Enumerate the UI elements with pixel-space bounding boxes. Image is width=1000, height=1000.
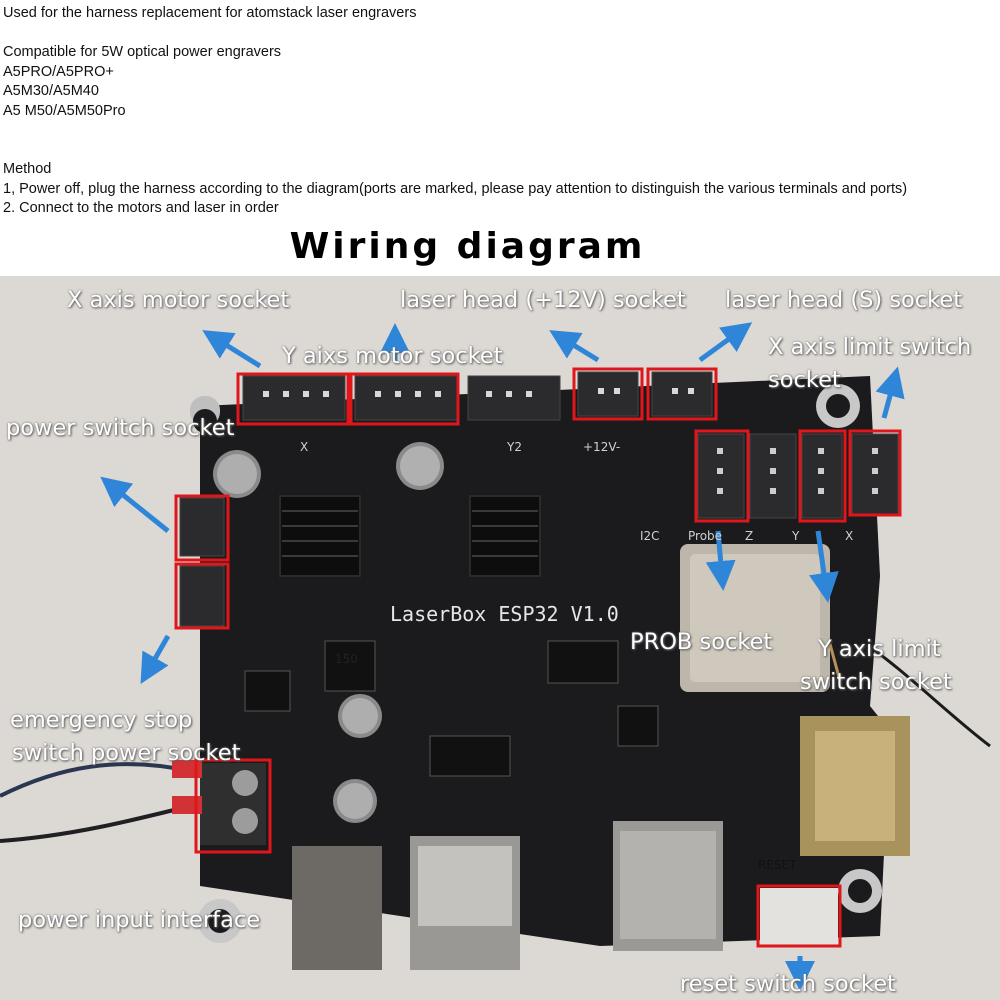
- label-x-limit-2: socket: [768, 367, 841, 393]
- model-item: A5M30/A5M40: [3, 83, 99, 99]
- heatsink: [279, 495, 541, 577]
- label-power-switch: power switch socket: [6, 415, 235, 441]
- label-estop-1: emergency stop: [10, 707, 193, 733]
- label-y-limit-2: switch socket: [800, 669, 952, 695]
- board-name: LaserBox ESP32 V1.0: [390, 602, 619, 626]
- silk-y2: Y2: [507, 440, 522, 454]
- highlight-x-motor: [236, 372, 350, 426]
- wire: [0, 762, 191, 798]
- highlight-boxes: [174, 367, 902, 948]
- intro-text: Used for the harness replacement for ato…: [3, 4, 998, 219]
- board-photo: LaserBox ESP32 V1.0 Y2 X +12V- Probe Z Y…: [0, 276, 1000, 1000]
- label-x-motor: X axis motor socket: [67, 287, 290, 313]
- reset-connector: [760, 888, 838, 944]
- highlight-power-switch-2: [174, 562, 230, 630]
- method-step: 1, Power off, plug the harness according…: [3, 180, 908, 197]
- terminal-block: [200, 763, 266, 845]
- intro-line: Used for the harness replacement for ato…: [3, 5, 417, 21]
- arrow-x-motor: [202, 330, 262, 369]
- highlight-reset: [756, 884, 842, 948]
- silk-probe: Probe: [688, 529, 723, 543]
- model-item: A5 M50/A5M50Pro: [3, 102, 126, 119]
- label-y-motor: Y aixs motor socket: [282, 343, 503, 369]
- label-power-input: power input interface: [18, 907, 261, 933]
- label-prob: PROB socket: [630, 629, 773, 655]
- method-heading: Method: [3, 161, 52, 177]
- antenna-wire: [864, 642, 991, 748]
- highlight-y-limit: [798, 429, 847, 523]
- label-y-limit-1: Y axis limit: [818, 636, 941, 662]
- arrow-y-limit: [809, 530, 839, 603]
- power-jack: [292, 846, 382, 970]
- arrow-power-switch-2: [140, 634, 171, 685]
- label-reset-switch: reset switch socket: [680, 971, 896, 997]
- label-x-limit-1: X axis limit switch: [768, 334, 972, 360]
- arrow-probe: [705, 530, 736, 591]
- arrows: [100, 322, 905, 991]
- wire: [0, 804, 191, 843]
- silk-i2c: I2C: [640, 529, 660, 543]
- model-item: A5PRO/A5PRO+: [3, 63, 114, 80]
- highlight-x-limit: [848, 429, 902, 517]
- silk-x: X: [845, 529, 854, 543]
- arrow-x-limit: [875, 366, 905, 419]
- capacitor: [213, 442, 444, 823]
- silk-x-top: X: [300, 440, 309, 454]
- label-laser-s: laser head (S) socket: [725, 287, 963, 313]
- arrow-laser-12v: [549, 330, 600, 363]
- highlight-probe: [694, 429, 750, 523]
- silk-12v: +12V-: [583, 440, 621, 454]
- silk-y: Y: [792, 529, 800, 543]
- arrow-power-switch: [100, 476, 170, 533]
- arrow-laser-s: [698, 322, 753, 363]
- highlight-estop: [194, 758, 272, 854]
- label-laser-12v: laser head (+12V) socket: [400, 287, 686, 313]
- highlight-y-motor: [349, 372, 460, 426]
- method-step: 2. Connect to the motors and laser in or…: [3, 200, 279, 216]
- compat-heading: Compatible for 5W optical power engraver…: [3, 44, 282, 60]
- board-drawing: [0, 276, 1000, 1000]
- highlight-laser-s: [646, 367, 718, 421]
- highlight-power-switch-1: [174, 494, 230, 562]
- label-estop-2: switch power socket: [12, 740, 241, 766]
- silk-z: Z: [745, 529, 754, 543]
- silk-inductor: 150: [335, 652, 358, 666]
- highlight-laser-12v: [572, 367, 644, 421]
- diagram-title: Wiring diagram: [289, 226, 646, 267]
- silk-reset: RESET: [758, 858, 797, 872]
